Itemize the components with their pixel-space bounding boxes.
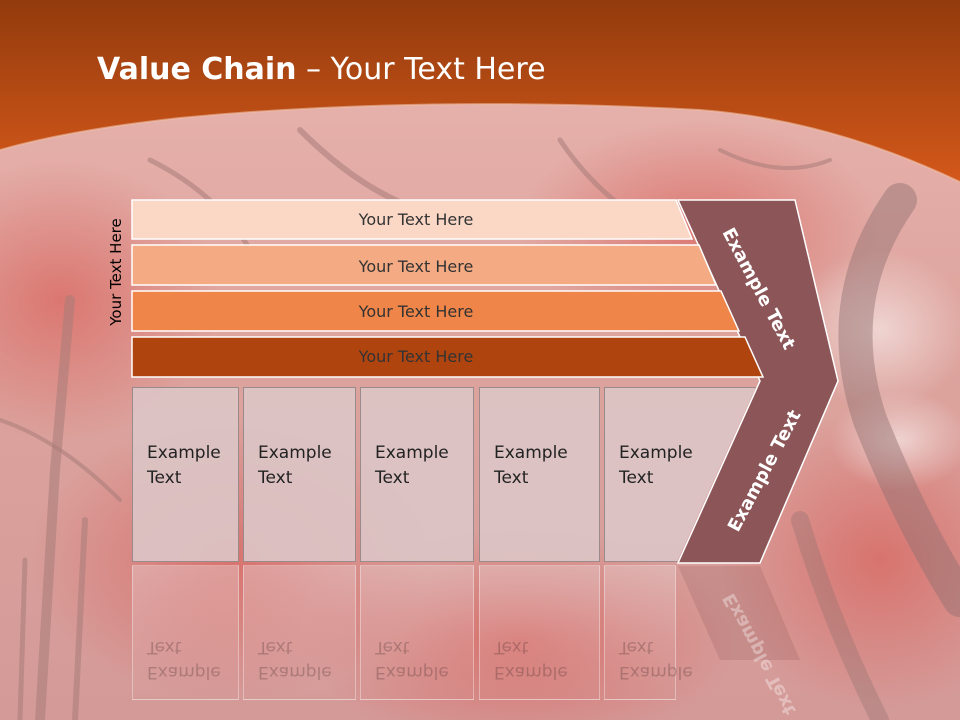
title-bold: Value Chain: [97, 52, 297, 87]
refl-line-2: Text: [147, 637, 182, 657]
bar-1: [131, 199, 694, 240]
box-line-2: Text: [494, 468, 529, 488]
bar-4: [131, 336, 765, 378]
box-reflection-4-text: Example Text: [494, 634, 568, 684]
refl-line-1: Example: [619, 662, 693, 682]
refl-line-1: Example: [258, 662, 332, 682]
refl-line-1: Example: [494, 662, 568, 682]
title-rest: – Your Text Here: [296, 52, 546, 87]
refl-line-2: Text: [375, 637, 410, 657]
box-line-2: Text: [619, 468, 654, 488]
slide-title: Value Chain – Your Text Here: [97, 52, 546, 87]
refl-line-1: Example: [147, 662, 221, 682]
bar-1-label: Your Text Here: [358, 210, 474, 229]
box-reflection-2-text: Example Text: [258, 634, 332, 684]
box-line-1: Example: [375, 443, 449, 463]
box-reflection-3-text: Example Text: [375, 634, 449, 684]
box-line-2: Text: [147, 468, 182, 488]
box-line-2: Text: [258, 468, 293, 488]
bar-2-label: Your Text Here: [358, 257, 474, 276]
box-reflection-2: Example Text: [243, 565, 356, 700]
bar-3: [131, 290, 741, 332]
bar-4-label: Your Text Here: [358, 347, 474, 366]
box-reflection-3: Example Text: [360, 565, 474, 700]
box-reflection-5-text: Example Text: [619, 634, 693, 684]
box-line-1: Example: [619, 443, 693, 463]
chevron-reflection: [678, 566, 800, 660]
box-reflection-4: Example Text: [479, 565, 600, 700]
box-line-1: Example: [494, 443, 568, 463]
refl-line-2: Text: [494, 637, 529, 657]
refl-line-2: Text: [619, 637, 654, 657]
box-reflection-5: Example Text: [604, 565, 693, 700]
box-line-1: Example: [147, 443, 221, 463]
refl-line-2: Text: [258, 637, 293, 657]
box-line-1: Example: [258, 443, 332, 463]
refl-line-1: Example: [375, 662, 449, 682]
box-reflection-1-text: Example Text: [147, 634, 221, 684]
value-chevron: [676, 199, 839, 564]
bar-2: [131, 244, 718, 286]
bar-3-label: Your Text Here: [358, 302, 474, 321]
box-line-2: Text: [375, 468, 410, 488]
box-reflection-1: Example Text: [132, 565, 239, 700]
